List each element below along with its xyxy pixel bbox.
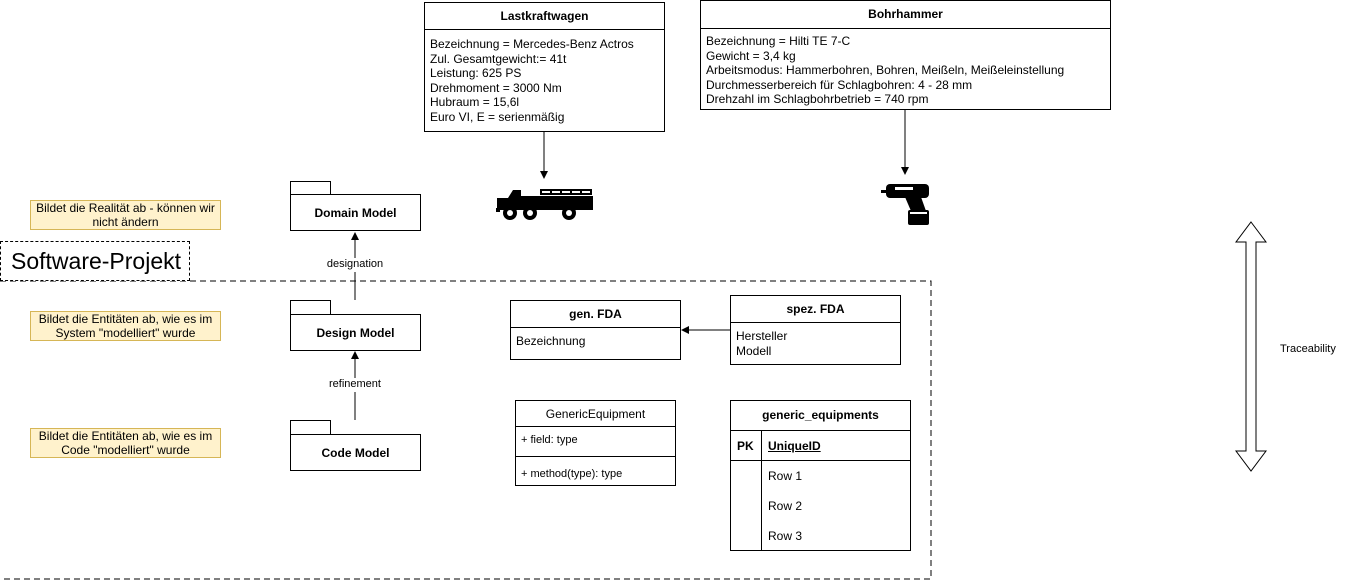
drill-icon	[881, 184, 929, 225]
traceability-label: Traceability	[1280, 343, 1336, 355]
note-design[interactable]: Bildet die Entitäten ab, wie es im Syste…	[30, 311, 221, 341]
software-project-label[interactable]: Software-Projekt	[0, 241, 190, 281]
table-pk-label: PK	[737, 439, 754, 453]
gen-fda-class[interactable]: gen. FDA Bezeichnung	[510, 300, 681, 360]
generic-equipment-class[interactable]: GenericEquipment + field: type + method(…	[515, 400, 676, 486]
truck-attr: Bezeichnung = Mercedes-Benz Actros	[430, 37, 634, 51]
truck-attr: Leistung: 625 PS	[430, 66, 522, 80]
code-package-tab	[290, 420, 331, 435]
drill-attr: Gewicht = 3,4 kg	[706, 48, 796, 63]
spez-fda-title: spez. FDA	[731, 296, 900, 323]
truck-attr: Euro VI, E = serienmäßig	[430, 109, 565, 124]
truck-attr: Drehmoment = 3000 Nm	[430, 80, 562, 95]
fire-truck-icon	[496, 189, 593, 220]
designation-label: designation	[322, 258, 388, 272]
truck-attr: Hubraum = 15,6l	[430, 95, 520, 109]
note-code[interactable]: Bildet die Entitäten ab, wie es im Code …	[30, 428, 221, 458]
spez-fda-fields: Hersteller Modell	[731, 323, 900, 358]
table-title: generic_equipments	[731, 401, 910, 431]
design-package-tab	[290, 300, 331, 315]
truck-title: Lastkraftwagen	[425, 3, 664, 30]
generic-equipment-method: + method(type): type	[521, 468, 623, 480]
note-domain[interactable]: Bildet die Realität ab - können wir nich…	[30, 200, 221, 230]
drill-attributes: Bezeichnung = Hilti TE 7-C Gewicht = 3,4…	[701, 29, 1110, 107]
domain-model-package[interactable]: Domain Model	[290, 194, 421, 231]
drill-attr: Arbeitsmodus: Hammerbohren, Bohren, Meiß…	[706, 63, 1065, 77]
table-pk-name: UniqueID	[768, 439, 821, 453]
generic-equipment-field: + field: type	[521, 434, 578, 446]
generic-equipments-table[interactable]: generic_equipments PK UniqueID Row 1 Row…	[730, 400, 911, 551]
gen-fda-title: gen. FDA	[511, 301, 680, 328]
table-pk-row	[731, 431, 910, 461]
design-model-package[interactable]: Design Model	[290, 314, 421, 351]
truck-entity-box[interactable]: Lastkraftwagen Bezeichnung = Mercedes-Be…	[424, 2, 665, 132]
spez-fda-field: Hersteller	[736, 329, 788, 343]
spez-fda-field: Modell	[736, 343, 772, 358]
spez-fda-class[interactable]: spez. FDA Hersteller Modell	[730, 295, 901, 365]
truck-attributes: Bezeichnung = Mercedes-Benz Actros Zul. …	[425, 30, 664, 124]
generic-equipment-title: GenericEquipment	[516, 401, 675, 427]
gen-fda-field: Bezeichnung	[516, 334, 586, 348]
truck-attr: Zul. Gesamtgewicht:= 41t	[430, 51, 567, 66]
table-row: Row 2	[768, 499, 803, 513]
table-row: Row 1	[768, 469, 803, 483]
software-project-frame	[0, 280, 932, 580]
domain-package-tab	[290, 181, 331, 195]
table-row: Row 3	[768, 529, 803, 543]
drill-attr: Durchmesserbereich für Schlagbohren: 4 -…	[706, 77, 973, 92]
code-model-package[interactable]: Code Model	[290, 434, 421, 471]
drill-attr: Bezeichnung = Hilti TE 7-C	[706, 34, 851, 48]
double-arrow-icon	[1235, 221, 1267, 472]
refinement-label: refinement	[325, 378, 385, 392]
class-divider	[516, 456, 675, 457]
drill-attr: Drehzahl im Schlagbohrbetrieb = 740 rpm	[706, 92, 929, 106]
drill-entity-box[interactable]: Bohrhammer Bezeichnung = Hilti TE 7-C Ge…	[700, 0, 1111, 110]
drill-title: Bohrhammer	[701, 1, 1110, 29]
table-key-column-divider	[761, 431, 762, 550]
